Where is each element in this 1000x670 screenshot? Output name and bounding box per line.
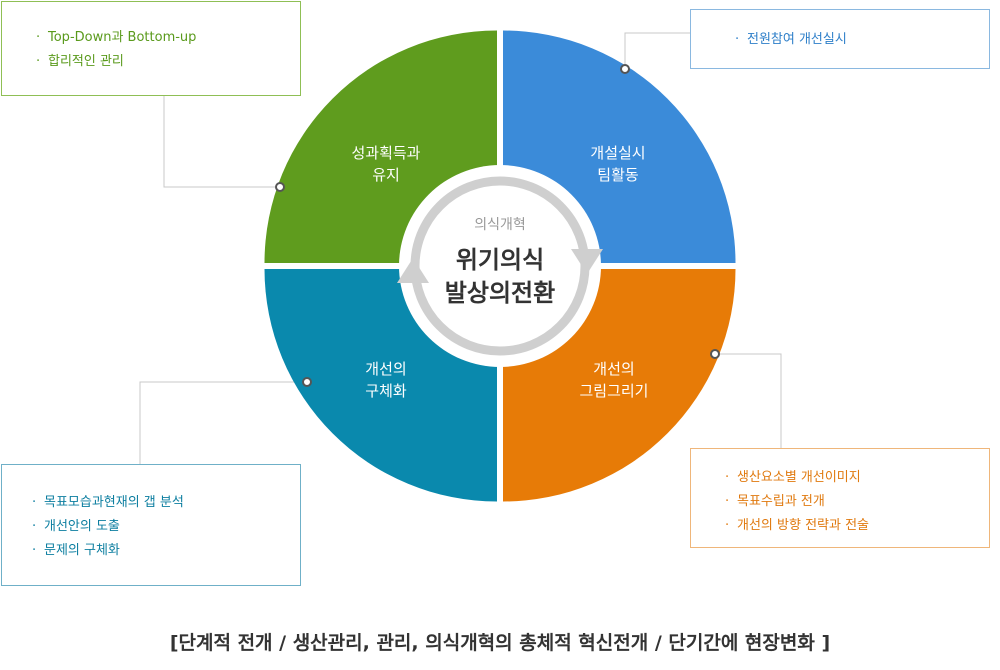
list-item: 개선안의 도출 xyxy=(32,515,300,539)
dot-top-right xyxy=(620,64,630,74)
quadrant-bottom-left-label-2: 구체화 xyxy=(365,382,407,400)
center-title-line-2: 발상의전환 xyxy=(445,279,555,307)
center-circle xyxy=(399,165,601,367)
arrow-left-icon xyxy=(397,258,429,283)
connector-bottom-right xyxy=(715,353,782,448)
list-item: 문제의 구체화 xyxy=(32,539,300,563)
quadrant-top-left-label-2: 유지 xyxy=(372,166,400,184)
connector-top-left xyxy=(163,96,280,188)
list-item: 합리적인 관리 xyxy=(36,50,300,74)
info-box-bottom-left: 목표모습과현재의 갭 분석 개선안의 도출 문제의 구체화 xyxy=(1,464,301,586)
dot-bottom-right xyxy=(710,349,720,359)
dot-top-left xyxy=(275,182,285,192)
quadrant-top-left-label-1: 성과획득과 xyxy=(351,144,420,162)
quadrant-bottom-right-label-2: 그림그리기 xyxy=(579,382,648,400)
list-item: 목표모습과현재의 갭 분석 xyxy=(32,491,300,515)
list-item: 목표수립과 전개 xyxy=(725,490,989,514)
arrow-right-icon xyxy=(571,249,603,274)
info-box-top-left: Top-Down과 Bottom-up 합리적인 관리 xyxy=(1,1,301,96)
center-small-label: 의식개혁 xyxy=(474,217,526,233)
quadrant-top-right-label-1: 개설실시 xyxy=(590,144,645,162)
quadrant-bottom-left-label-1: 개선의 xyxy=(365,360,406,378)
quadrant-top-right-label-2: 팀활동 xyxy=(597,166,639,184)
quadrant-bottom-right-label-1: 개선의 xyxy=(593,360,634,378)
info-box-bottom-right: 생산요소별 개선이미지 목표수립과 전개 개선의 방향 전략과 전술 xyxy=(690,448,990,548)
list-item: Top-Down과 Bottom-up xyxy=(36,26,300,50)
list-item: 전원참여 개선실시 xyxy=(735,28,989,52)
diagram-caption: [단계적 전개 / 생산관리, 관리, 의식개혁의 총체적 혁신전개 / 단기간… xyxy=(169,632,831,654)
list-item: 개선의 방향 전략과 전술 xyxy=(725,514,989,538)
connector-top-right xyxy=(624,32,690,69)
connector-bottom-left xyxy=(139,381,307,464)
info-box-top-right: 전원참여 개선실시 xyxy=(690,9,990,69)
list-item: 생산요소별 개선이미지 xyxy=(725,466,989,490)
dot-bottom-left xyxy=(302,377,312,387)
center-title-line-1: 위기의식 xyxy=(456,246,544,274)
